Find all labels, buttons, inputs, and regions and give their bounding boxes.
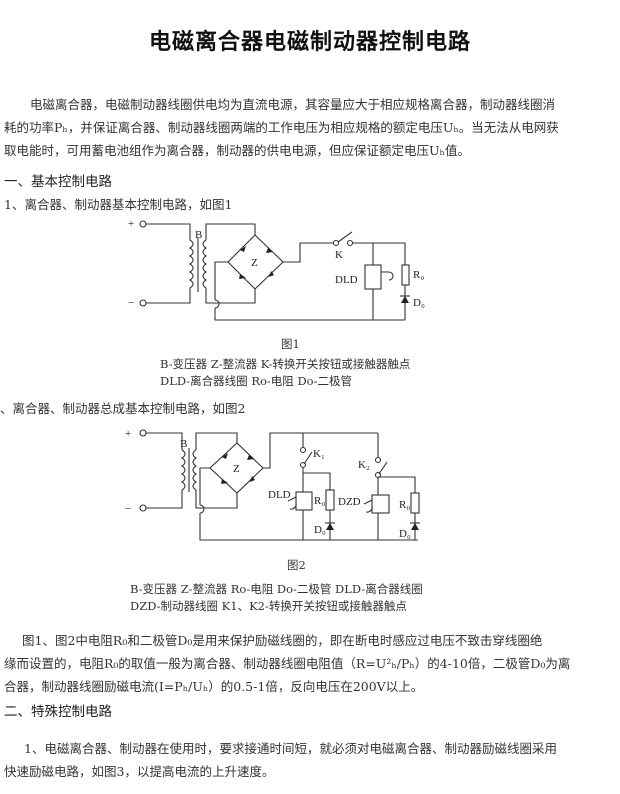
figure-2-legend-2: DZD-制动器线圈 K1、K2-转换开关按钮或接触器触点 — [130, 599, 407, 613]
intro-line-1: 电磁离合器，电磁制动器线圈供电均为直流电源，其容量应大于相应规格离合器，制动器线… — [30, 97, 556, 112]
fig1-diode-label: D₀ — [413, 297, 425, 309]
section-2-line-1: 1、电磁离合器、制动器在使用时，要求接通时间短，就必须对电磁离合器、制动器励磁线… — [24, 741, 557, 756]
figure-2-intro: 、离合器、制动器总成基本控制电路，如图2 — [0, 401, 246, 416]
fig2-transformer-label: B — [180, 438, 187, 450]
fig1-minus-label: − — [128, 297, 134, 309]
fig2-r0-a-label: R₀ — [314, 495, 325, 507]
fig2-d0-a-label: D₀ — [314, 524, 326, 536]
section-1-heading: 一、基本控制电路 — [4, 174, 112, 190]
fig2-r0-b-label: R₀ — [399, 499, 410, 511]
fig2-k2-label: K₂ — [358, 459, 370, 471]
fig1-resistor-label: R₀ — [413, 269, 424, 281]
note-line-1: 图1、图2中电阻R₀和二极管D₀是用来保护励磁线圈的，即在断电时感应过电压不致击… — [22, 633, 543, 648]
fig2-k1-label: K₁ — [313, 448, 325, 460]
fig2-plus-label: + — [125, 428, 131, 440]
note-line-2: 缘而设置的，电阻R₀的取值一般为离合器、制动器线圈电阻值（R=U²ₕ/Pₕ）的4… — [4, 656, 571, 671]
note-line-3: 合器，制动器线圈励磁电流(I=Pₕ/Uₕ）的0.5-1倍，反向电压在200V以上… — [4, 679, 424, 694]
fig1-rectifier-label: Z — [251, 257, 258, 269]
intro-line-3: 取电能时，可用蓄电池组作为离合器，制动器的供电电源，但应保证额定电压Uₕ值。 — [4, 143, 470, 158]
fig2-d0-b-label: D₀ — [399, 528, 411, 540]
page-title: 电磁离合器电磁制动器控制电路 — [148, 30, 471, 55]
figure-1-caption: 图1 — [281, 337, 300, 351]
figure-1-legend-2: DLD-离合器线圈 Ro-电阻 Do-二极管 — [160, 374, 352, 388]
figure-1-legend-1: B-变压器 Z-整流器 K-转换开关按钮或接触器触点 — [160, 357, 411, 371]
section-2-heading: 二、特殊控制电路 — [4, 704, 112, 720]
fig2-minus-label: − — [125, 503, 131, 515]
figure-2-legend-1: B-变压器 Z-整流器 Ro-电阻 Do-二极管 DLD-离合器线圈 — [130, 582, 423, 596]
figure-2-caption: 图2 — [287, 558, 306, 572]
fig2-dld-label: DLD — [268, 489, 291, 501]
intro-line-2: 耗的功率Pₕ，并保证离合器、制动器线圈两端的工作电压为相应规格的额定电压Uₕ。当… — [4, 120, 559, 135]
fig2-dzd-label: DZD — [338, 496, 361, 508]
fig2-rectifier-label: Z — [233, 463, 240, 475]
fig1-plus-label: + — [128, 218, 134, 230]
fig1-transformer-label: B — [195, 229, 202, 241]
fig1-coil-label: DLD — [335, 274, 358, 286]
fig1-switch-label: K — [335, 249, 343, 261]
figure-1-intro: 1、离合器、制动器基本控制电路，如图1 — [4, 197, 233, 212]
section-2-line-2: 快速励磁电路，如图3，以提高电流的上升速度。 — [4, 764, 275, 779]
